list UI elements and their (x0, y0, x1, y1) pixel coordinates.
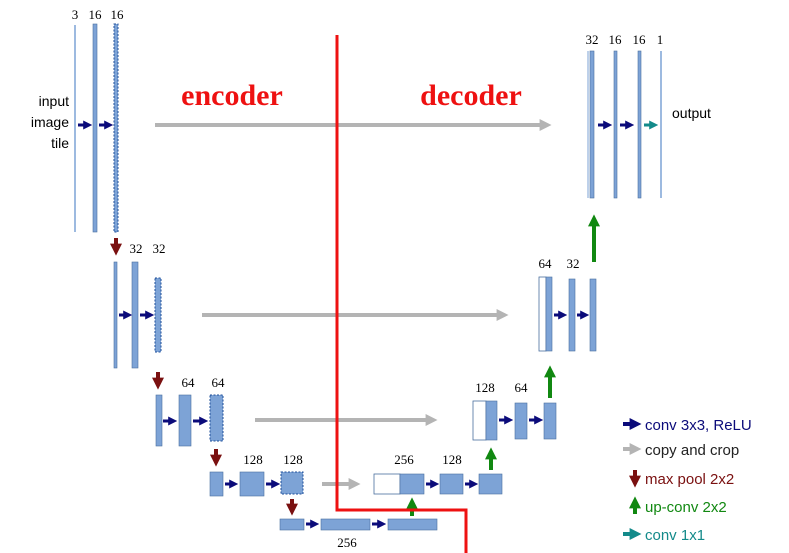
encoder-decoder-divider (335, 35, 468, 553)
encoder-level-1 (74, 23, 119, 233)
decoder-title: decoder (420, 79, 522, 112)
legend-conv1x1-label: conv 1x1 (645, 527, 705, 544)
channel-label: 64 (515, 380, 529, 395)
channel-label: 16 (633, 32, 647, 47)
feature-map (155, 394, 163, 447)
legend: conv 3x3, ReLU copy and crop max pool 2x… (623, 417, 752, 544)
channel-label: 128 (243, 452, 263, 467)
feature-map (209, 394, 224, 442)
feature-map (113, 261, 118, 369)
channel-label: 128 (475, 380, 495, 395)
channel-label: 32 (153, 241, 166, 256)
feature-map (279, 518, 305, 531)
cropped-copy-map (538, 276, 547, 352)
channel-label: 256 (394, 452, 414, 467)
channel-label: 16 (609, 32, 623, 47)
channel-label: 128 (442, 452, 462, 467)
input-label: image (31, 114, 69, 130)
channel-label: 64 (212, 375, 226, 390)
legend-conv-label: conv 3x3, ReLU (645, 417, 752, 434)
feature-map (387, 518, 438, 531)
legend-copy-label: copy and crop (645, 442, 739, 459)
output-label: output (672, 105, 711, 121)
channel-label: 32 (130, 241, 143, 256)
feature-map (131, 261, 139, 369)
feature-map (545, 276, 553, 352)
encoder-title: encoder (181, 79, 283, 112)
channel-label: 32 (586, 32, 599, 47)
feature-map-16a (92, 23, 98, 233)
input-label: tile (51, 135, 69, 151)
legend-pool-label: max pool 2x2 (645, 471, 734, 488)
channel-label: 16 (111, 7, 125, 22)
channel-label: 32 (567, 256, 580, 271)
feature-map (154, 277, 162, 353)
feature-map (320, 518, 371, 531)
feature-map (239, 471, 265, 497)
feature-map (399, 473, 425, 495)
cropped-copy-map (373, 473, 401, 495)
feature-map (209, 471, 224, 497)
channel-label: 64 (182, 375, 196, 390)
feature-map (178, 394, 192, 447)
legend-upconv-label: up-conv 2x2 (645, 499, 727, 516)
feature-map (568, 278, 576, 352)
feature-map-16b (113, 23, 119, 233)
cropped-copy-map (472, 400, 487, 441)
feature-map (485, 400, 498, 441)
input-label: input (39, 93, 69, 109)
feature-map (543, 402, 557, 440)
feature-map (613, 50, 618, 199)
feature-map (637, 50, 642, 199)
feature-map (478, 473, 503, 495)
channel-label: 3 (72, 7, 79, 22)
channel-label: 1 (657, 32, 664, 47)
feature-map (589, 278, 597, 352)
feature-map (439, 473, 464, 495)
feature-map (514, 402, 528, 440)
channel-label: 256 (337, 535, 357, 550)
channel-label: 64 (539, 256, 553, 271)
channel-label: 128 (283, 452, 303, 467)
feature-map (589, 50, 595, 199)
channel-label: 16 (89, 7, 103, 22)
feature-map (280, 471, 304, 495)
